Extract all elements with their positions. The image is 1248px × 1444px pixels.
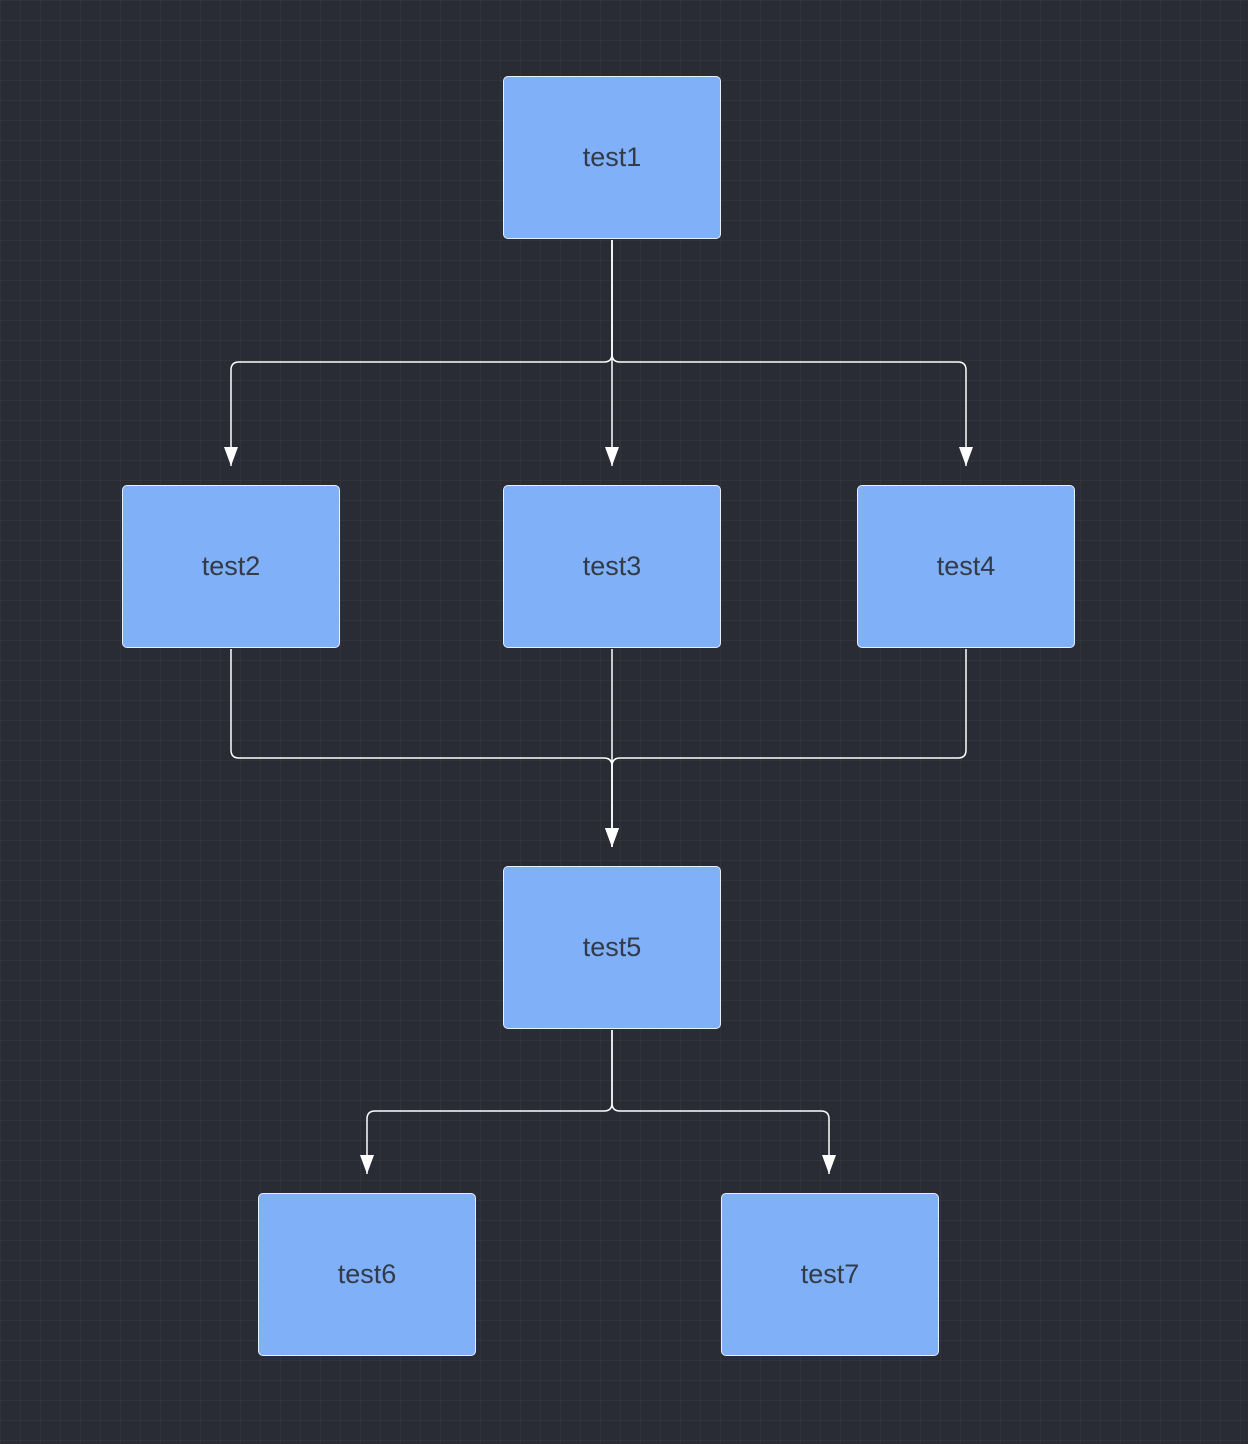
node-label: test7	[800, 1259, 860, 1289]
edge-test5-test7[interactable]	[611, 1030, 836, 1174]
edge-test1-test4[interactable]	[611, 240, 973, 466]
node-test1[interactable]: test1	[503, 76, 721, 239]
node-label: test5	[582, 932, 642, 962]
node-label: test2	[201, 551, 261, 581]
node-test3[interactable]: test3	[503, 485, 721, 648]
node-test7[interactable]: test7	[721, 1193, 939, 1356]
node-test2[interactable]: test2	[122, 485, 340, 648]
edge-test4-test5[interactable]	[605, 649, 967, 847]
edge-test5-test6[interactable]	[360, 1030, 613, 1174]
node-label: test4	[936, 551, 996, 581]
node-label: test3	[582, 551, 642, 581]
edge-test2-test5[interactable]	[230, 649, 619, 847]
node-test4[interactable]: test4	[857, 485, 1075, 648]
node-test6[interactable]: test6	[258, 1193, 476, 1356]
node-test5[interactable]: test5	[503, 866, 721, 1029]
node-label: test1	[582, 142, 642, 172]
node-label: test6	[337, 1259, 397, 1289]
edge-test1-test2[interactable]	[224, 240, 613, 466]
